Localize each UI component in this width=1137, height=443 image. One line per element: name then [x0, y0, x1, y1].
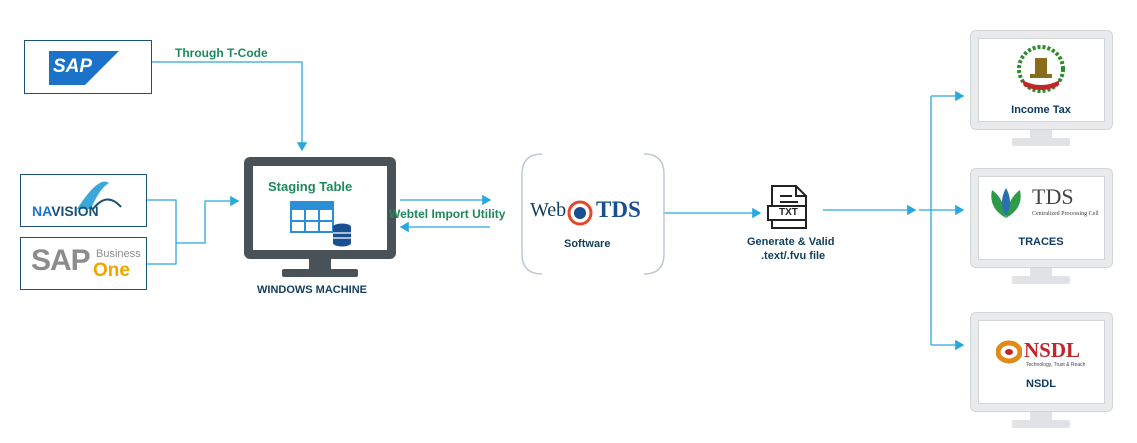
webtds-tds-text: TDS [596, 197, 641, 222]
table-database-icon [290, 201, 351, 247]
webtds-web-text: Web [530, 199, 567, 221]
txt-file-icon [767, 185, 807, 229]
webtds-software-caption: Software [564, 238, 611, 250]
nsdl-logo-title: NSDL [1024, 338, 1081, 362]
navision-source-box: NAVISION [20, 174, 147, 227]
windows-machine-caption: WINDOWS MACHINE [257, 284, 367, 296]
sapb1-logo-text: SAP [31, 244, 91, 277]
navision-logo-text: NAVISION [32, 203, 99, 219]
bracket-navision-sapb1 [147, 199, 177, 265]
income-tax-monitor: Income Tax [970, 30, 1113, 148]
nsdl-logo-subtitle: Technology, Trust & Reach [1026, 362, 1086, 368]
sapb1-one-text: One [93, 260, 130, 281]
file-caption-line2: .text/.fvu file [761, 250, 826, 262]
monitor-base [282, 269, 358, 277]
staging-table-label: Staging Table [268, 179, 353, 194]
sap-logo: SAP [49, 51, 119, 85]
nsdl-label: NSDL [1026, 378, 1056, 390]
traces-logo-subtitle: Centralized Processing Cell [1032, 211, 1099, 217]
sap-logo-shape [49, 51, 119, 85]
through-tcode-label: Through T-Code [175, 46, 268, 60]
traces-label: TRACES [1018, 236, 1064, 248]
nsdl-monitor: NSDL Technology, Trust & Reach NSDL [970, 312, 1113, 430]
webtds-e-logo-icon [567, 200, 593, 226]
file-caption-line1: Generate & Valid [747, 236, 835, 248]
income-tax-emblem-icon [1017, 45, 1065, 93]
webtds-bracket-frame [521, 153, 665, 275]
windows-machine-monitor: Staging Table [244, 157, 396, 279]
traces-logo-title: TDS [1032, 184, 1074, 209]
txt-file-icon-text: TXT [779, 207, 798, 218]
webtel-import-utility-label: Webtel Import Utility [389, 207, 506, 221]
arrow-erp-to-windows [176, 195, 240, 244]
nsdl-logo-icon [996, 340, 1022, 364]
traces-monitor: TDS Centralized Processing Cell TRACES [970, 168, 1113, 286]
arrow-sap-to-windows [152, 61, 308, 152]
income-tax-label: Income Tax [1011, 104, 1071, 116]
monitor-neck [309, 259, 331, 269]
sapb1-business-text: Business [96, 248, 141, 260]
navision-swoosh-icon [77, 181, 122, 210]
traces-leaf-logo-icon [991, 188, 1021, 218]
sap-business-one-box: SAP Business One [20, 237, 147, 290]
sap-source-box: SAP [24, 40, 152, 94]
sap-logo-text: SAP [53, 56, 93, 77]
